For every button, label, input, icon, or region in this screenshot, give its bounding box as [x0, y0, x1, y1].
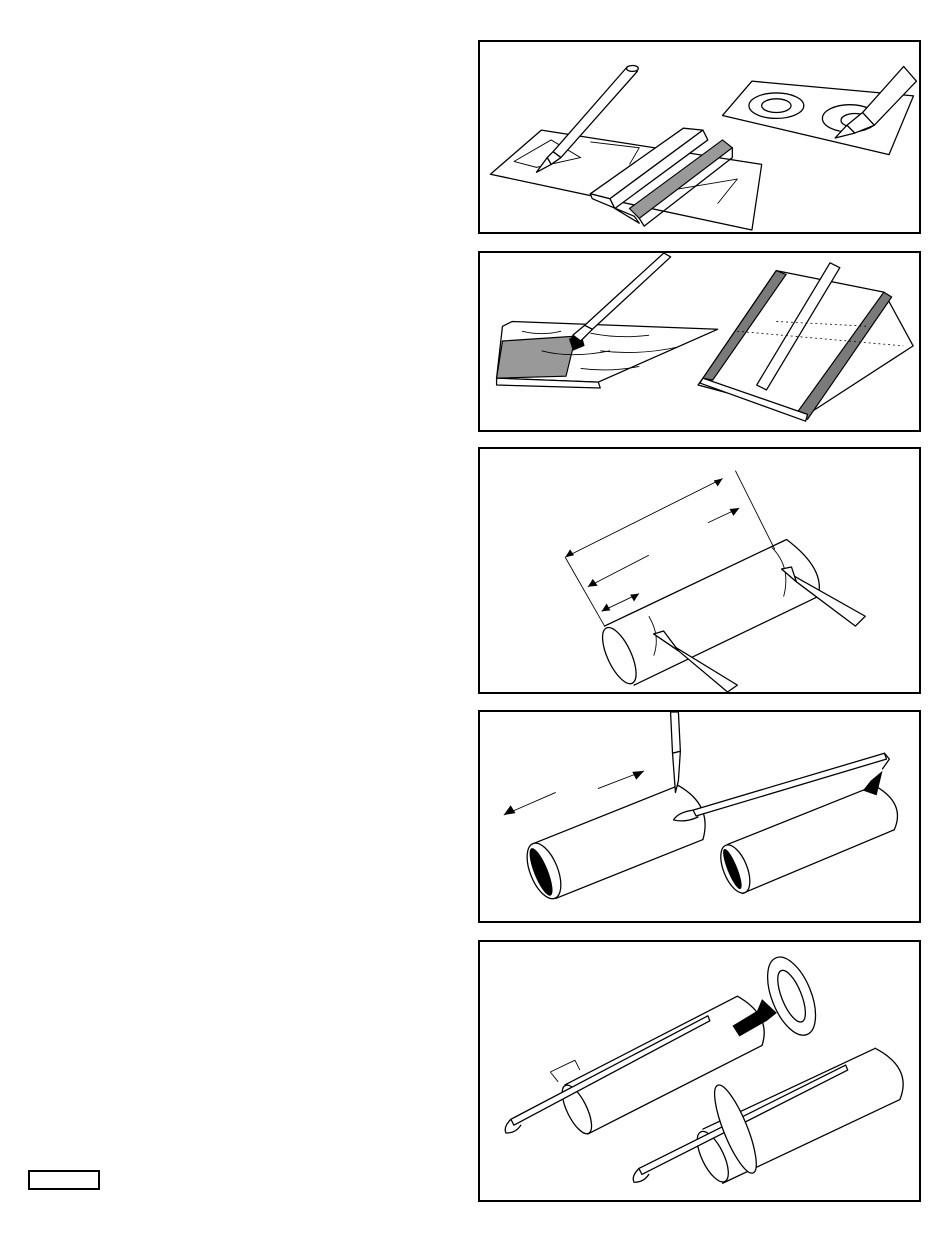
step-1-illustration: [478, 40, 921, 234]
step-3-illustration: [478, 447, 921, 694]
cut-out-parts-icon: [480, 42, 919, 232]
step-2-illustration: [478, 251, 921, 432]
slide-centering-ring-icon: [480, 942, 919, 1200]
page-number-box: [28, 1170, 100, 1190]
cut-slit-insert-engine-hook-icon: [480, 712, 919, 921]
glue-and-sand-fins-icon: [480, 253, 919, 430]
step-5-illustration: [478, 940, 921, 1202]
mark-body-tube-icon: [480, 449, 919, 692]
step-4-illustration: [478, 710, 921, 923]
